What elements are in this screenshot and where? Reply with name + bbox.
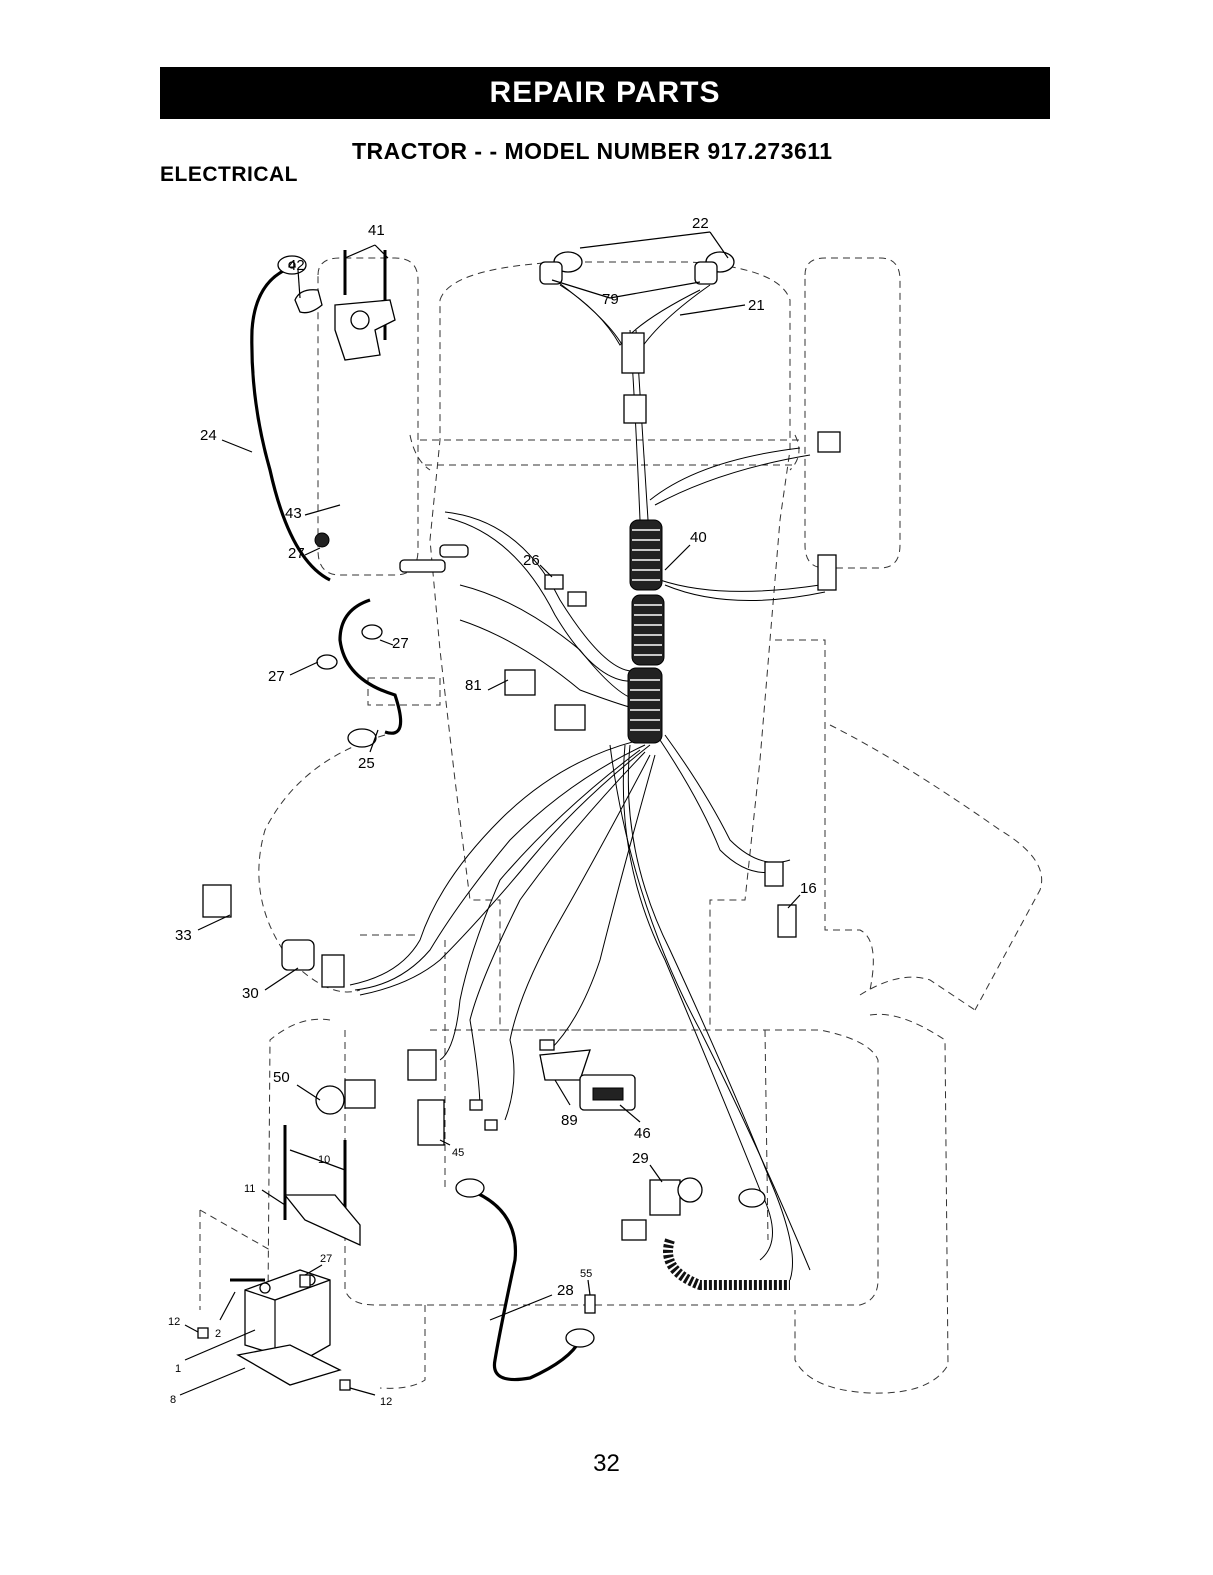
callout-50: 50 [273,1069,290,1086]
callout-40: 40 [690,529,707,546]
callout-27-a: 27 [288,545,305,562]
callout-16: 16 [800,880,817,897]
callout-21: 21 [748,297,765,314]
callout-41: 41 [368,222,385,239]
callout-55: 55 [580,1268,592,1280]
callout-43: 43 [285,505,302,522]
callout-27-b: 27 [268,668,285,685]
callout-22: 22 [692,215,709,232]
callout-26: 26 [523,552,540,569]
callout-12-b: 12 [380,1396,392,1408]
callout-8: 8 [170,1394,176,1406]
callout-27-c: 27 [392,635,409,652]
callout-29: 29 [632,1150,649,1167]
callout-2: 2 [215,1328,221,1340]
callout-30: 30 [242,985,259,1002]
callout-42: 42 [288,257,305,274]
callout-1: 1 [175,1363,181,1375]
callout-12-a: 12 [168,1316,180,1328]
callout-11: 11 [244,1183,255,1195]
callout-81: 81 [465,677,482,694]
page-number: 32 [0,1450,1213,1478]
leader-lines [180,232,800,1395]
parts [198,250,840,1390]
callout-33: 33 [175,927,192,944]
callout-46: 46 [634,1125,651,1142]
callout-24: 24 [200,427,217,444]
callout-45: 45 [452,1147,464,1159]
callout-25: 25 [358,755,375,772]
callout-89: 89 [561,1112,578,1129]
callout-28: 28 [557,1282,574,1299]
callout-10: 10 [318,1154,330,1166]
callout-79: 79 [602,291,619,308]
callout-27-d: 27 [320,1253,332,1265]
callout-labels: 22 79 21 24 42 41 43 27 40 26 27 27 81 2… [168,215,817,1408]
